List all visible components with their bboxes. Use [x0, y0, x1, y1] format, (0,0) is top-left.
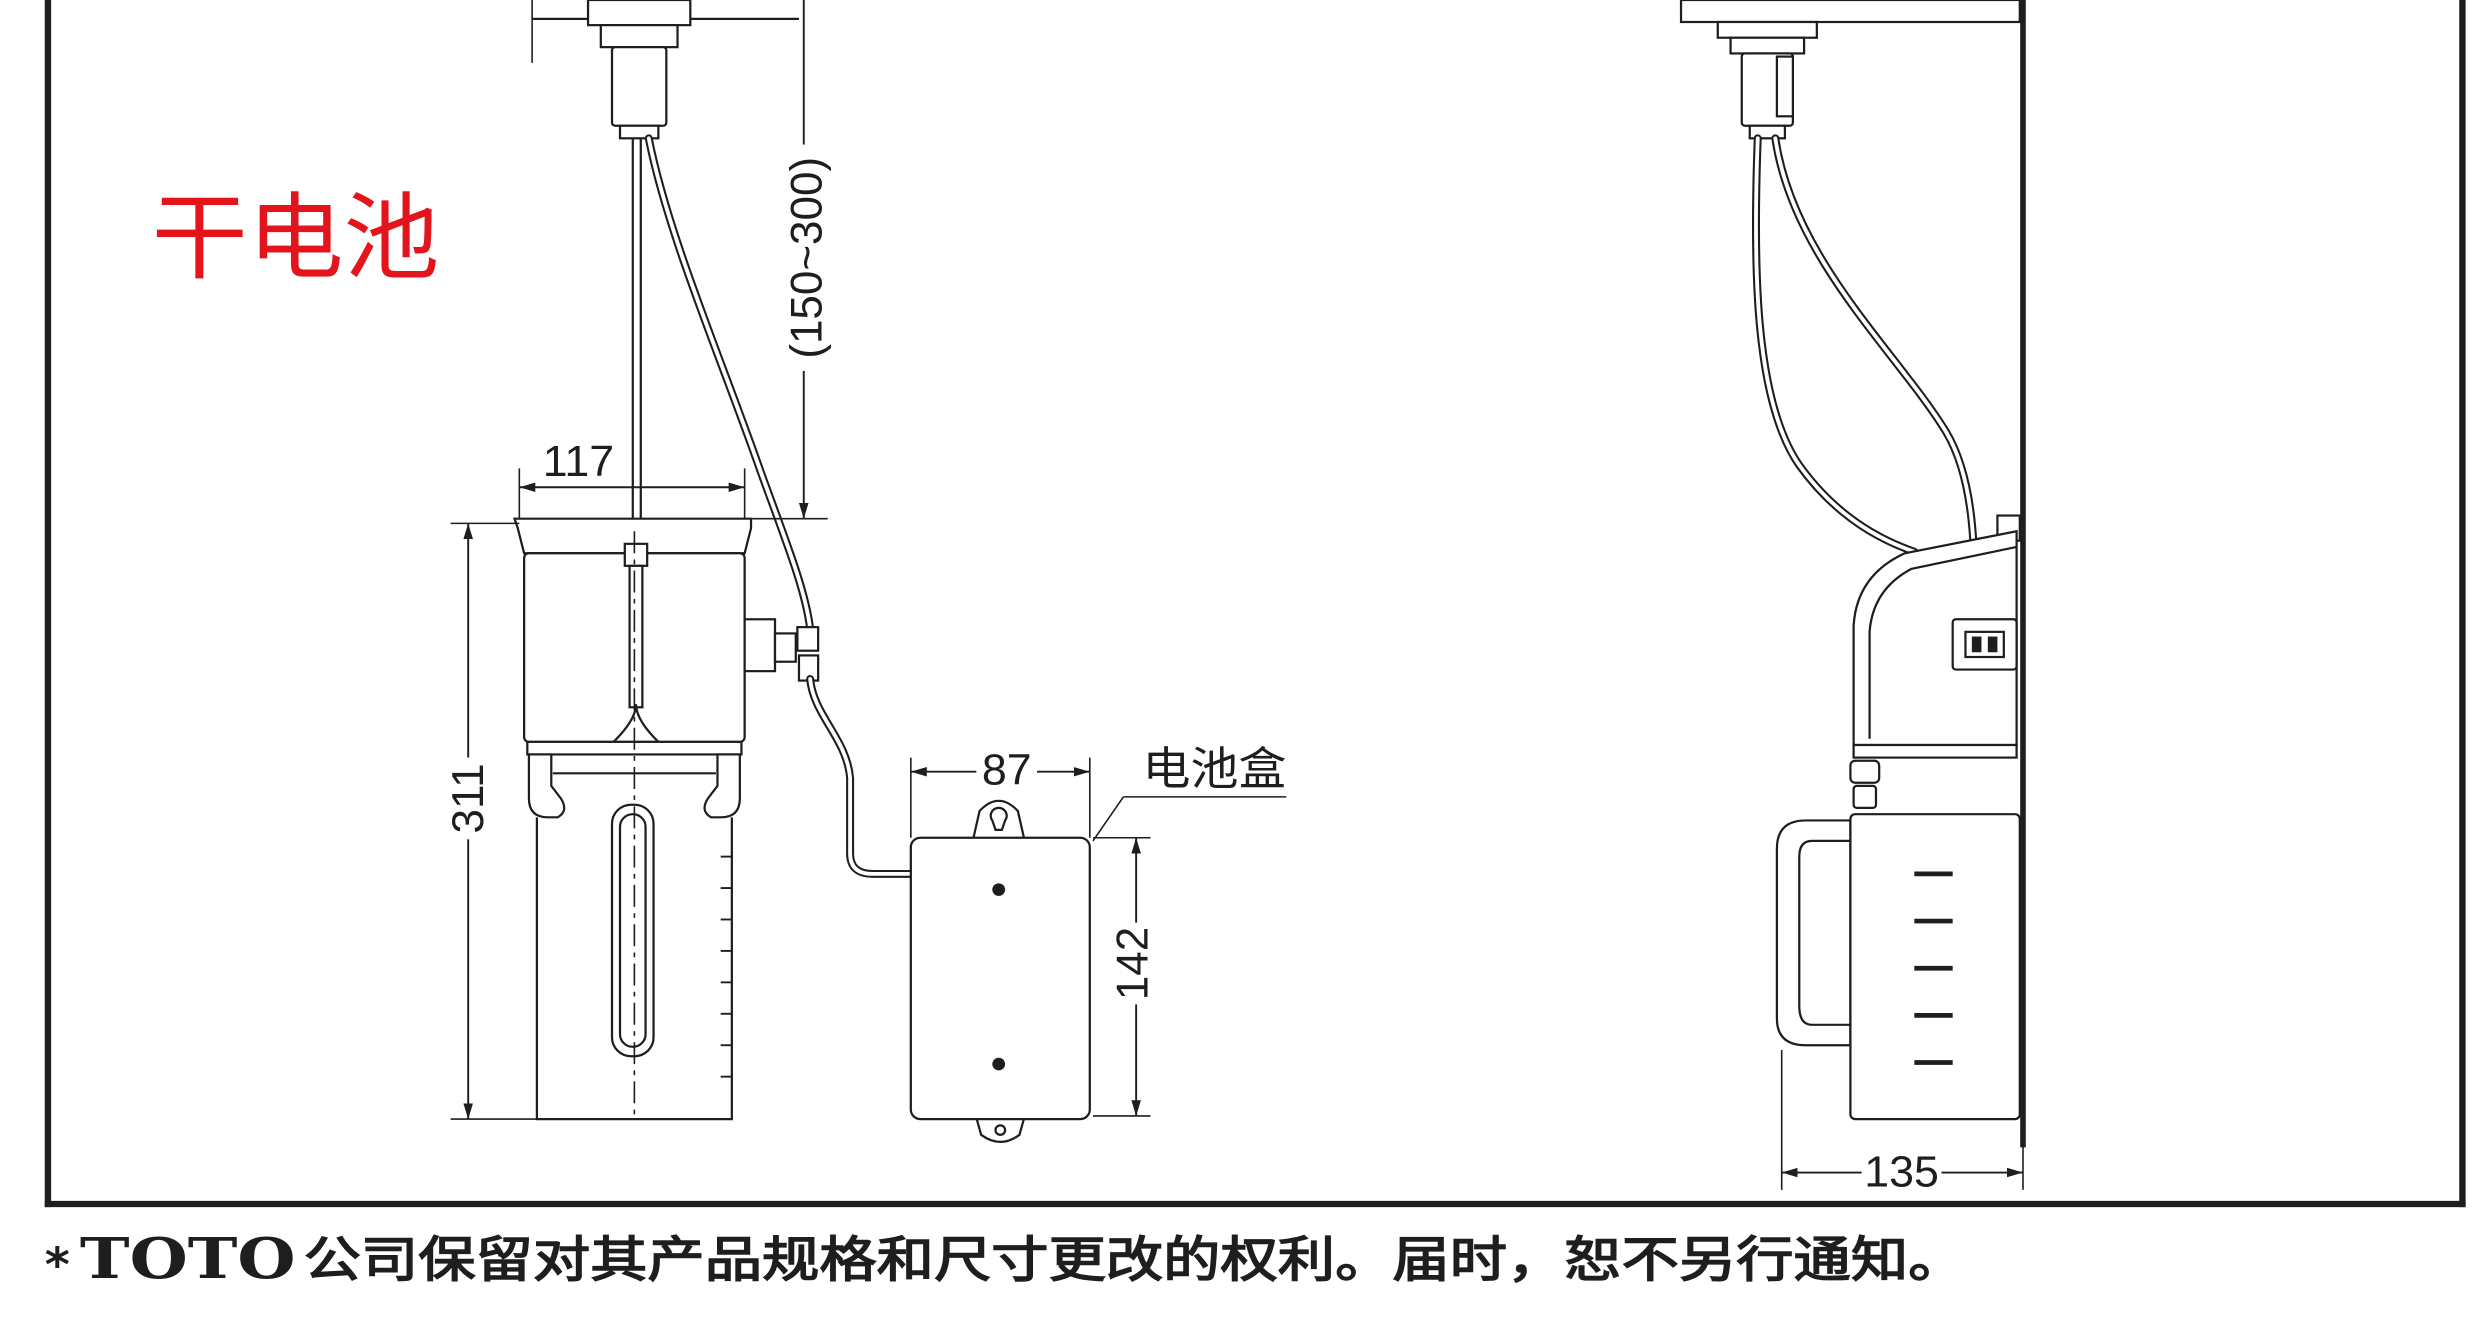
- bottle-graduation-ticks: [720, 855, 732, 1078]
- keyhole-icon: [989, 806, 1008, 831]
- side-bracket: [1849, 743, 2018, 809]
- fitting-body: [610, 46, 668, 127]
- dim-box-width-label: 87: [982, 746, 1032, 795]
- fitting-nut: [599, 24, 679, 49]
- housing-shell: [1852, 529, 2018, 747]
- bottle-handle-inner: [1798, 839, 1852, 1026]
- dim-side-depth-label-mask: [1861, 1148, 1942, 1193]
- fitting-tip: [618, 124, 660, 140]
- drawing-title: 干电池: [152, 184, 440, 293]
- side-fitting-detail: [1775, 55, 1795, 118]
- footnote-brand: TOTO: [80, 1225, 296, 1291]
- dim-box-width: 87: [910, 745, 1091, 838]
- connector-pin: [1987, 636, 1998, 653]
- side-fitting-flange: [1716, 20, 1818, 39]
- front-view: (150~300) 117 311 87: [443, 0, 1287, 1143]
- battery-box-bottom-tab: [974, 1116, 1026, 1143]
- connector-pin: [1971, 636, 1982, 653]
- side-supply-tube-core: [1753, 136, 1917, 554]
- soap-bottle: [535, 803, 733, 1121]
- tank-side-port: [743, 618, 777, 673]
- cable-connector-socket: [1964, 630, 2005, 659]
- battery-box-hanging-tab: [971, 799, 1026, 841]
- side-top-fitting: [1679, 0, 2021, 140]
- dim-box-width-label-mask: [976, 745, 1038, 793]
- pump-stem-rod: [628, 564, 644, 709]
- housing-inner-contour: [1868, 545, 2017, 739]
- battery-box-lower-screw: [992, 1057, 1006, 1071]
- countertop-section: [1679, 0, 2021, 24]
- side-bracket-rail: [1852, 743, 2018, 759]
- side-bottle-graduations: [1914, 871, 1953, 1065]
- dim-box-height-label: 142: [1108, 927, 1157, 1000]
- battery-cable: [806, 675, 917, 878]
- elbow-connector: [773, 632, 797, 663]
- dim-tank-width-label: 117: [543, 438, 614, 487]
- dim-adjust-range-label-mask: [781, 144, 830, 371]
- dim-overall-height: 311: [443, 522, 537, 1120]
- dim-box-height-label-mask: [1112, 922, 1161, 1005]
- sensor-cable: [644, 134, 815, 633]
- battery-box: [909, 799, 1091, 1143]
- battery-box-upper-screw: [992, 883, 1006, 896]
- side-fitting-nut: [1729, 36, 1806, 55]
- pump-stem-base: [612, 704, 660, 743]
- dim-side-depth-label: 135: [1864, 1148, 1939, 1197]
- footnote: * TOTO 公司保留对其产品规格和尺寸更改的权利。届时，恕不另行通知。: [45, 1225, 1966, 1293]
- battery-cable-core: [808, 677, 915, 876]
- bottom-tab-hole: [994, 1124, 1007, 1136]
- dim-box-height: 142: [1092, 836, 1161, 1117]
- dim-side-depth: 135: [1780, 1049, 2024, 1197]
- cable-plug-upper: [796, 626, 820, 652]
- front-top-fitting: [531, 0, 799, 140]
- battery-box-body: [909, 836, 1091, 1121]
- battery-box-label: 电池盒: [1143, 742, 1287, 796]
- bottle-outline: [535, 817, 733, 1121]
- footnote-notice: 公司保留对其产品规格和尺寸更改的权利。届时，恕不另行通知。: [304, 1231, 1966, 1289]
- dim-overall-height-label: 311: [443, 763, 492, 833]
- supply-pipe: [631, 138, 642, 544]
- pump-stem-nut: [623, 542, 649, 567]
- bracket-right-clip: [703, 753, 741, 819]
- bracket-left-clip: [527, 753, 566, 819]
- fitting-flange: [586, 0, 692, 27]
- footnote-asterisk: *: [45, 1238, 70, 1293]
- side-view: 135: [1679, 0, 2026, 1197]
- side-clip-upper: [1849, 759, 1881, 784]
- dim-adjust-range-label: (150~300): [782, 157, 831, 359]
- dim-adjust-range: (150~300): [751, 0, 832, 520]
- drawing-frame: [44, 0, 2466, 1208]
- side-supply-tube: [1751, 134, 1919, 556]
- side-pump-housing: [1852, 514, 2021, 747]
- side-bottle: [1775, 813, 2021, 1121]
- sensor-cable-core: [646, 136, 813, 631]
- bottle-window-inner: [618, 813, 647, 1048]
- dim-tank-width: 117: [518, 438, 746, 519]
- battery-box-callout: 电池盒: [1092, 742, 1287, 842]
- dim-overall-height-label-mask: [444, 757, 493, 840]
- callout-leader-diagonal: [1092, 796, 1125, 842]
- side-clip-lower: [1852, 784, 1878, 809]
